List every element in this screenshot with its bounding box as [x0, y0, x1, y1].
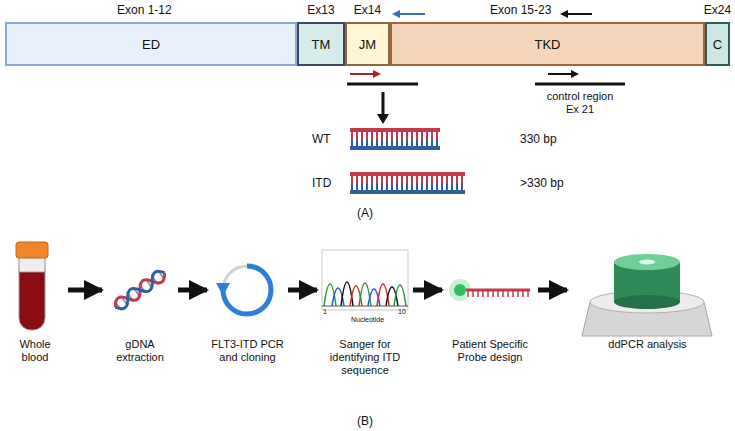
panel-label: (A) [357, 206, 373, 220]
flow-arrow [288, 288, 317, 293]
down-arrow [377, 92, 389, 124]
exon-heading: Exon 15-23 [490, 3, 551, 17]
step-caption: FLT3-ITD PCR and cloning [210, 338, 285, 364]
workflow-step: gDNA extraction [105, 240, 175, 364]
dna-itd [350, 172, 465, 194]
flow-arrow [538, 288, 567, 293]
workflow-step: Whole blood [5, 240, 65, 364]
ddpcr-machine [582, 254, 712, 336]
workflow-step: ddPCR analysis [570, 240, 725, 351]
flow-arrow [413, 288, 442, 293]
chromatogram [322, 250, 408, 310]
workflow-step: Patient Specific Probe design [445, 240, 535, 364]
exon-heading: Ex14 [354, 3, 381, 17]
size-label: 330 bp [520, 132, 557, 146]
domain-label: TM [312, 37, 331, 52]
step-caption: Patient Specific Probe design [445, 338, 535, 364]
exon-heading: Exon 1-12 [117, 3, 172, 17]
axis-label: 1 [323, 307, 327, 316]
step-caption: ddPCR analysis [570, 338, 725, 351]
domain-label: ED [142, 37, 160, 52]
domain-box: Exon 15-23TKD [390, 22, 705, 66]
flow-arrow [68, 288, 102, 293]
dna-wt [350, 128, 440, 150]
workflow-step: Sanger for identifying ITD sequence [320, 240, 410, 377]
axis-label: Nucleotide [351, 315, 384, 324]
domain-label: JM [359, 37, 376, 52]
domain-box: Ex13TM [297, 22, 345, 66]
domain-box: Ex14JM [345, 22, 390, 66]
domain-box: Ex24C [705, 22, 730, 66]
domain-label: TKD [535, 37, 561, 52]
region-label: control region Ex 21 [539, 90, 621, 116]
probe [449, 279, 530, 301]
workflow-step: FLT3-ITD PCR and cloning [210, 240, 285, 364]
allele-label: ITD [312, 176, 331, 190]
domain-label: C [713, 37, 722, 52]
exon-heading: Ex13 [307, 3, 334, 17]
plasmid [216, 266, 271, 314]
allele-label: WT [312, 132, 331, 146]
panel-label: (B) [357, 414, 373, 428]
size-label: >330 bp [520, 176, 564, 190]
flow-arrow [178, 288, 207, 293]
blood-tube [16, 242, 48, 330]
step-caption: Sanger for identifying ITD sequence [320, 338, 410, 377]
dna-helix [112, 268, 168, 312]
axis-label: 10 [398, 307, 406, 316]
step-caption: gDNA extraction [105, 338, 175, 364]
step-caption: Whole blood [5, 338, 65, 364]
exon-heading: Ex24 [704, 3, 731, 17]
domain-box: Exon 1-12ED [5, 22, 297, 66]
